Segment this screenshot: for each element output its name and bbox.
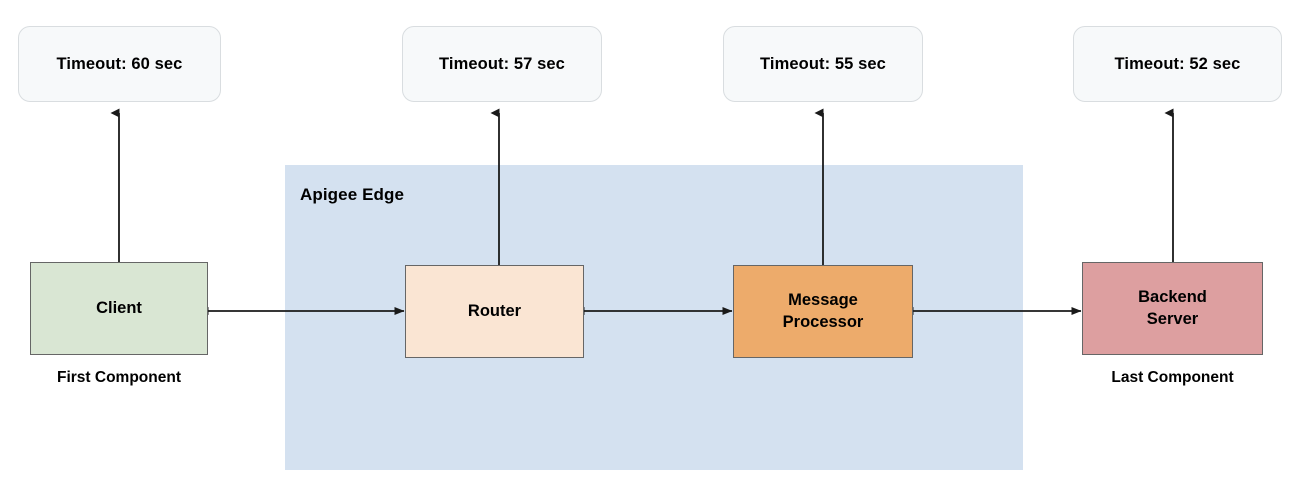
node-client[interactable]: Client — [30, 262, 208, 355]
timeout-callout-mp: Timeout: 55 sec — [723, 26, 923, 102]
timeout-callout-client-label: Timeout: 60 sec — [56, 54, 183, 73]
node-backend-server[interactable]: Backend Server — [1082, 262, 1263, 355]
timeout-callout-backend: Timeout: 52 sec — [1073, 26, 1282, 102]
timeout-callout-mp-label: Timeout: 55 sec — [760, 54, 886, 73]
timeout-callout-client: Timeout: 60 sec — [18, 26, 221, 102]
node-backend-server-label: Backend Server — [1138, 288, 1207, 328]
timeout-callout-backend-label: Timeout: 52 sec — [1114, 54, 1241, 73]
caption-last-component: Last Component — [1111, 369, 1234, 386]
node-router[interactable]: Router — [405, 265, 584, 358]
node-message-processor-label: Message Processor — [782, 291, 864, 331]
node-client-label: Client — [96, 298, 142, 317]
timeout-callout-router: Timeout: 57 sec — [402, 26, 602, 102]
node-message-processor[interactable]: Message Processor — [733, 265, 913, 358]
node-router-label: Router — [467, 301, 522, 320]
caption-first-component: First Component — [57, 369, 181, 386]
timeout-callout-router-label: Timeout: 57 sec — [439, 54, 565, 73]
apigee-edge-label: Apigee Edge — [300, 185, 405, 204]
